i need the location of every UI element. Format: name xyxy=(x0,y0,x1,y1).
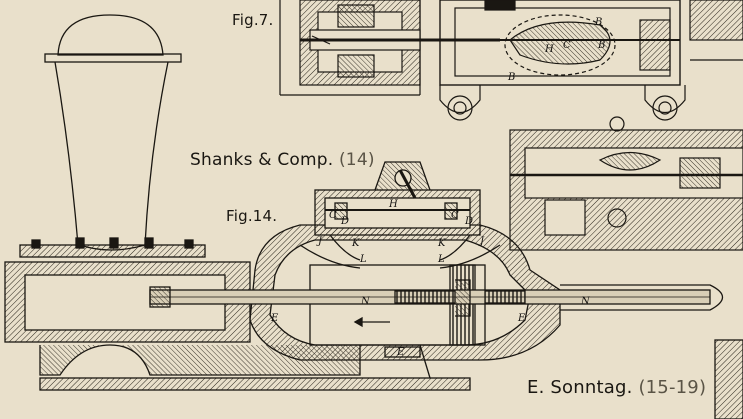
fig7-letter-b-1: B xyxy=(594,17,602,28)
fig7-letter-h: H xyxy=(544,44,554,55)
fig14-letter-e-right: E xyxy=(517,313,526,324)
fig14-letter-d-right: D xyxy=(464,216,473,227)
fig14-letter-e-bottom: E xyxy=(396,347,405,358)
fig7-label: Fig.7. xyxy=(232,11,274,29)
fig14-letter-k-left: K xyxy=(351,238,360,249)
fig7-letter-b-3: B xyxy=(507,72,515,83)
fig14-letter-e-left: E xyxy=(270,313,279,324)
fig14-drawing xyxy=(4,14,743,419)
fig14-letter-c-left: C xyxy=(329,210,337,221)
fig14-letter-l-left: L xyxy=(359,254,367,265)
sonntag-ref: (15-19) xyxy=(638,377,707,398)
fig14-part-letters: H C D C D K K J J L L N N E E E xyxy=(270,199,591,358)
fig7-part-letters: B B B H C xyxy=(507,17,605,83)
fig14-letter-l-right: L xyxy=(437,254,445,265)
sonntag-credit: E. Sonntag. (15-19) xyxy=(527,377,706,398)
fig14-letter-n-rod: N xyxy=(360,296,371,307)
fig7-letter-b-2: B xyxy=(597,40,605,51)
fig7-drawing xyxy=(279,0,743,121)
shanks-ref: (14) xyxy=(338,150,375,170)
fig14-letter-n-tube: N xyxy=(580,296,591,307)
fig14-label: Fig.14. xyxy=(226,207,278,225)
fig14-letter-j-right: J xyxy=(478,236,485,247)
fig14-letter-d-left: D xyxy=(340,216,349,227)
sonntag-name: E. Sonntag. xyxy=(527,377,633,398)
shanks-name: Shanks & Comp. xyxy=(190,150,334,170)
fig14-letter-c-right: C xyxy=(451,210,459,221)
fig14-letter-h: H xyxy=(388,199,398,210)
fig14-letter-j-left: J xyxy=(316,236,323,247)
fig14-letter-k-right: K xyxy=(437,238,446,249)
side-section-drawing xyxy=(509,116,743,251)
shanks-credit: Shanks & Comp. (14) xyxy=(190,150,375,170)
fig7-letter-c: C xyxy=(563,40,571,51)
